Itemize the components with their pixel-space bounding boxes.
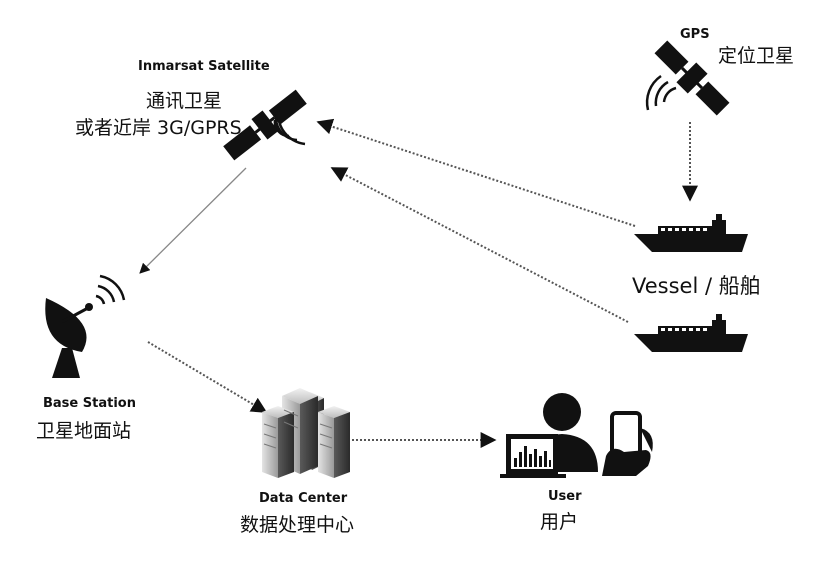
server-icon	[262, 388, 350, 478]
gps-satellite-icon	[645, 40, 730, 116]
base-to-datacenter-arrow	[147, 341, 268, 413]
ship-icon	[634, 314, 748, 352]
satellite-line1-label: 通讯卫星	[146, 90, 223, 112]
connections	[139, 118, 698, 448]
satellite-dish-icon	[45, 274, 126, 378]
satellite-icon	[223, 89, 307, 161]
gps-subtitle-label: 定位卫星	[718, 45, 795, 67]
base-station-name-label: Base Station	[43, 396, 136, 411]
satellite-line2-label: 或者近岸 3G/GPRS	[75, 117, 242, 139]
monitor-icon	[500, 434, 566, 478]
gps-name-label: GPS	[680, 27, 710, 42]
data-center-subtitle-label: 数据处理中心	[240, 514, 355, 536]
ship-icon	[634, 214, 748, 252]
user-name-label: User	[548, 489, 582, 504]
user-subtitle-label: 用户	[540, 511, 579, 533]
phone-icon	[602, 411, 653, 476]
base-station-subtitle-label: 卫星地面站	[36, 420, 132, 442]
satellite-to-base-arrow	[139, 167, 247, 274]
vessel1-to-satellite-arrow	[316, 118, 636, 227]
satellite-name-label: Inmarsat Satellite	[138, 59, 270, 74]
data-center-name-label: Data Center	[259, 491, 348, 506]
vessel-label: Vessel / 船舶	[632, 274, 761, 298]
vessel2-to-satellite-arrow	[330, 167, 629, 323]
